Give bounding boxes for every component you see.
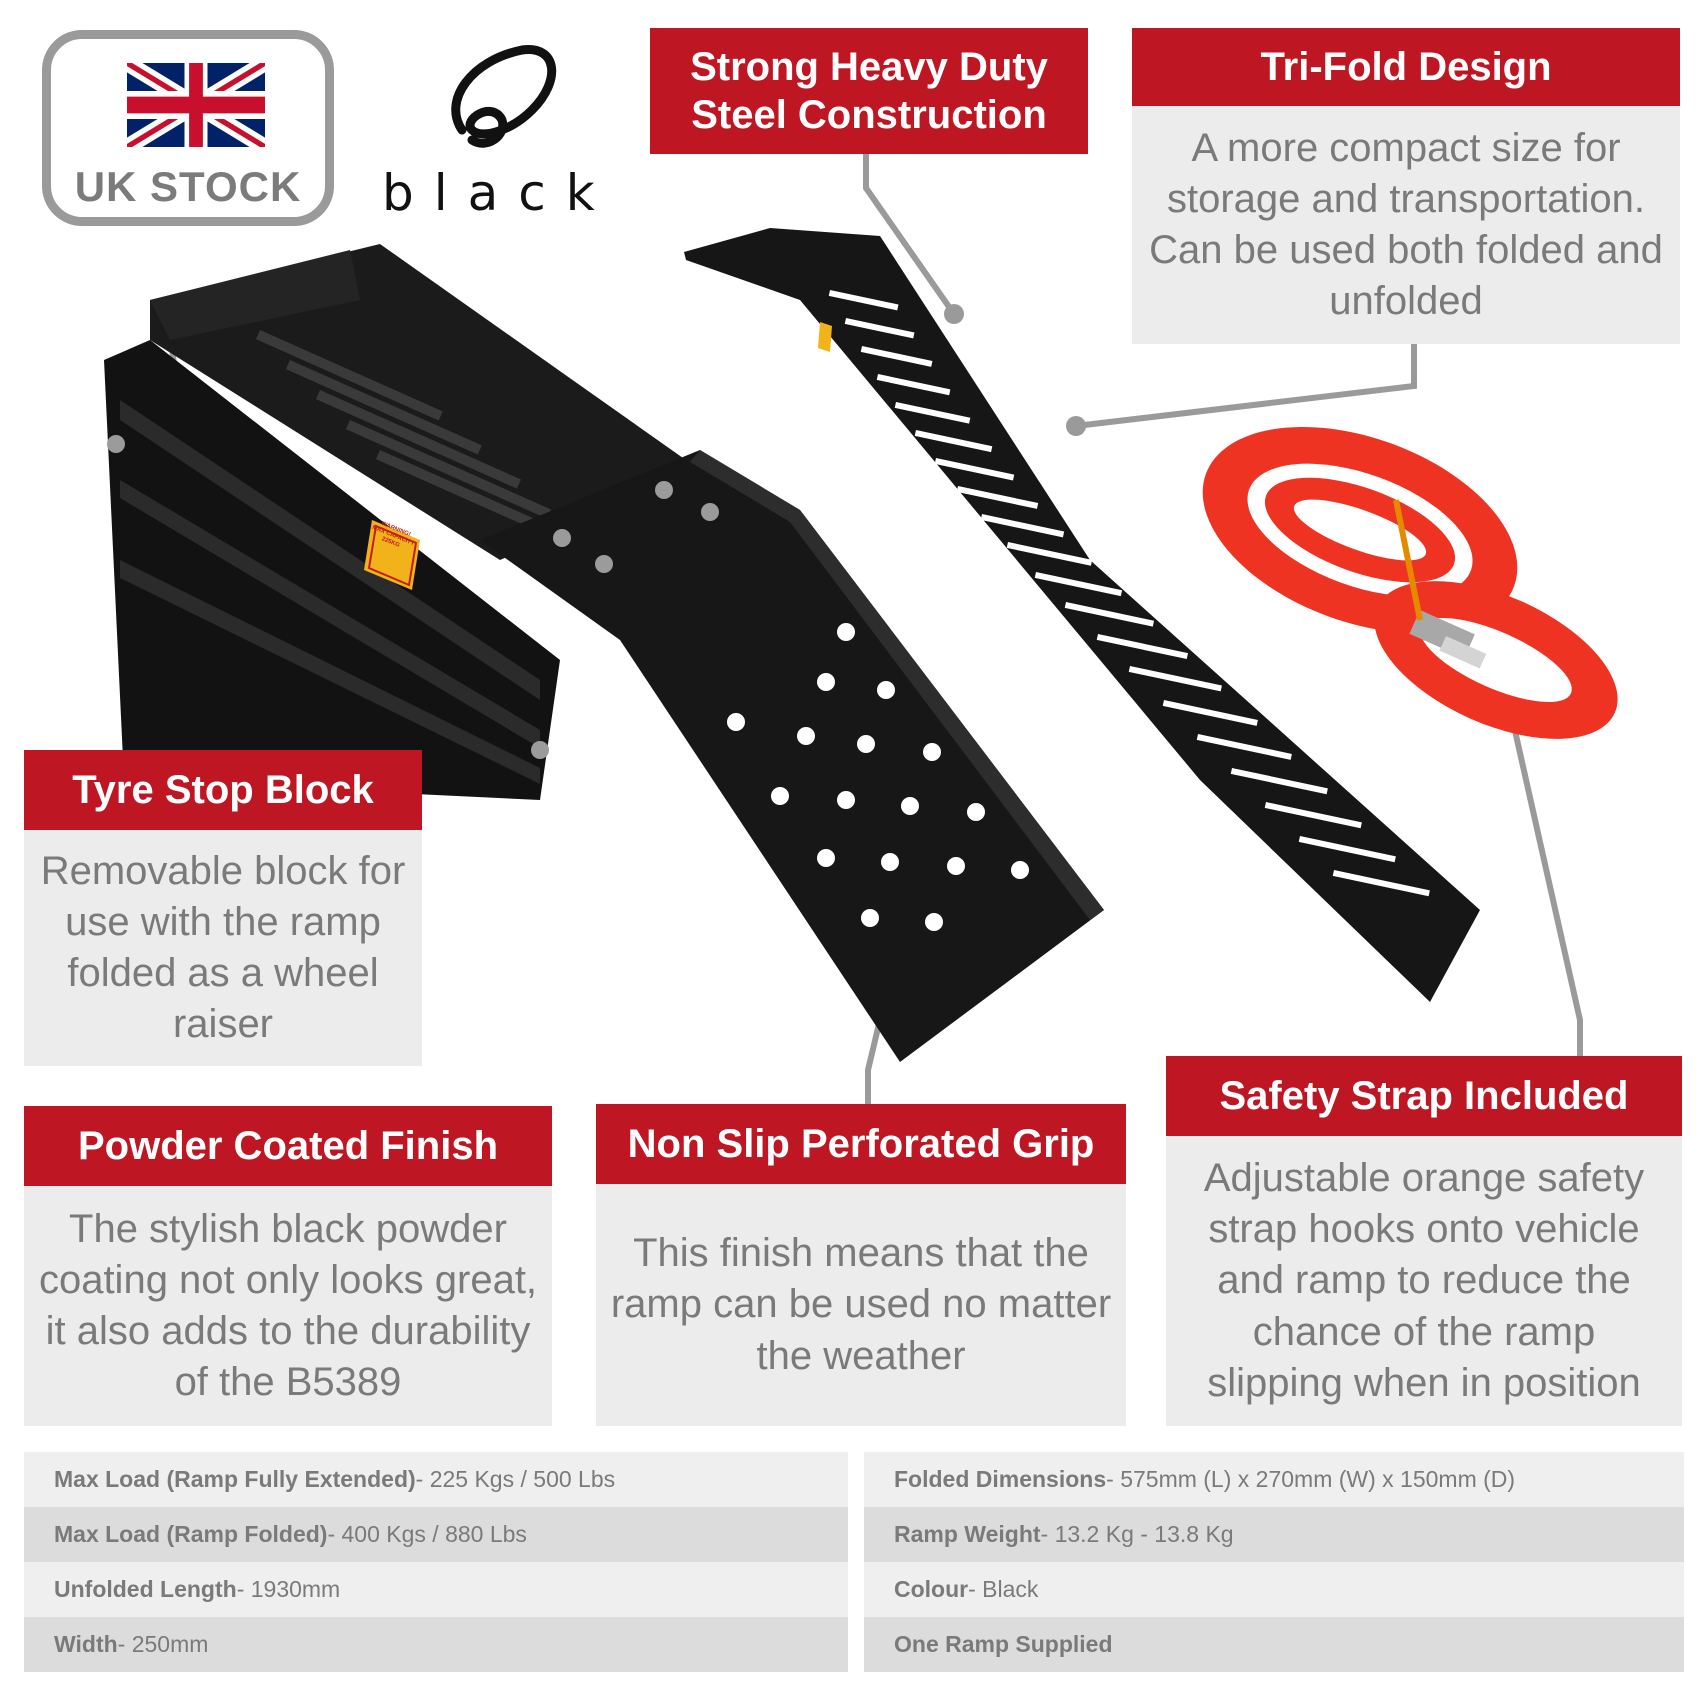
spec-label: Colour bbox=[894, 1576, 969, 1602]
tri-fold-title: Tri-Fold Design bbox=[1132, 28, 1680, 106]
spec-row: Colour - Black bbox=[864, 1562, 1684, 1617]
spec-row: Max Load (Ramp Fully Extended) - 225 Kgs… bbox=[24, 1452, 848, 1507]
spec-row: Folded Dimensions - 575mm (L) x 270mm (W… bbox=[864, 1452, 1684, 1507]
tyre-stop-title: Tyre Stop Block bbox=[24, 750, 422, 830]
spec-row: Ramp Weight - 13.2 Kg - 13.8 Kg bbox=[864, 1507, 1684, 1562]
spec-value: - 575mm (L) x 270mm (W) x 150mm (D) bbox=[1106, 1466, 1516, 1492]
spec-label: Ramp Weight bbox=[894, 1521, 1041, 1547]
spec-table-left: Max Load (Ramp Fully Extended) - 225 Kgs… bbox=[24, 1452, 848, 1672]
spec-label: Max Load (Ramp Folded) bbox=[54, 1521, 328, 1547]
uk-stock-badge: UK STOCK bbox=[42, 30, 334, 226]
safety-strap-title: Safety Strap Included bbox=[1166, 1056, 1682, 1136]
spec-label: Max Load (Ramp Fully Extended) bbox=[54, 1466, 416, 1492]
spec-value: - 1930mm bbox=[236, 1576, 341, 1602]
safety-strap-description: Adjustable orange safety strap hooks ont… bbox=[1166, 1136, 1682, 1426]
spec-label: Width bbox=[54, 1631, 118, 1657]
spec-label: One Ramp Supplied bbox=[894, 1631, 1113, 1657]
uk-flag-icon bbox=[127, 63, 265, 147]
spec-value: - 400 Kgs / 880 Lbs bbox=[327, 1521, 527, 1547]
tyre-stop-description: Removable block for use with the ramp fo… bbox=[24, 830, 422, 1066]
spec-row: One Ramp Supplied bbox=[864, 1617, 1684, 1672]
safety-strap-image bbox=[1202, 426, 1618, 739]
steel-construction-title: Strong Heavy Duty Steel Construction bbox=[650, 28, 1088, 154]
non-slip-title: Non Slip Perforated Grip bbox=[596, 1104, 1126, 1184]
brand-swirl-icon bbox=[451, 45, 557, 148]
spec-label: Folded Dimensions bbox=[894, 1466, 1107, 1492]
spec-table-right: Folded Dimensions - 575mm (L) x 270mm (W… bbox=[864, 1452, 1684, 1672]
spec-value: - 250mm bbox=[117, 1631, 209, 1657]
powder-coated-description: The stylish black powder coating not onl… bbox=[24, 1186, 552, 1426]
brand-logo: black bbox=[382, 40, 615, 222]
spec-value: - 13.2 Kg - 13.8 Kg bbox=[1040, 1521, 1234, 1547]
brand-name: black bbox=[382, 164, 615, 222]
spec-label: Unfolded Length bbox=[54, 1576, 237, 1602]
spec-row: Width - 250mm bbox=[24, 1617, 848, 1672]
warning-sticker: WARNING! MAX CAPACITY 225KG bbox=[364, 517, 422, 557]
tri-fold-description: A more compact size for storage and tran… bbox=[1132, 106, 1680, 344]
powder-coated-title: Powder Coated Finish bbox=[24, 1106, 552, 1186]
spec-row: Max Load (Ramp Folded) - 400 Kgs / 880 L… bbox=[24, 1507, 848, 1562]
spec-value: - Black bbox=[968, 1576, 1039, 1602]
spec-row: Unfolded Length - 1930mm bbox=[24, 1562, 848, 1617]
unfolded-ramp-image bbox=[684, 228, 1480, 1002]
spec-value: - 225 Kgs / 500 Lbs bbox=[415, 1466, 616, 1492]
non-slip-description: This finish means that the ramp can be u… bbox=[596, 1184, 1126, 1426]
uk-stock-text: UK STOCK bbox=[74, 163, 302, 210]
